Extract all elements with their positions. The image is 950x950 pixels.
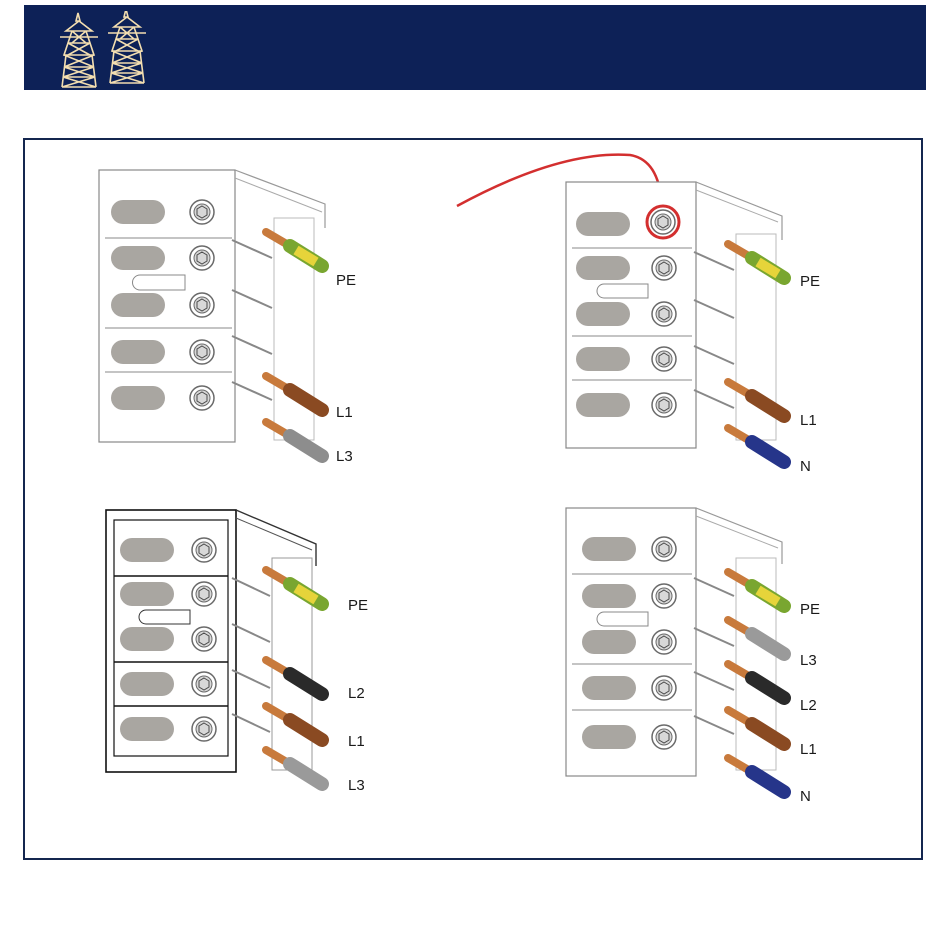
- label-n: N: [800, 788, 811, 805]
- label-pe: PE: [800, 273, 820, 290]
- label-l2: L2: [800, 697, 817, 714]
- label-pe: PE: [336, 272, 356, 289]
- wire-pe: [266, 570, 322, 604]
- label-pe: PE: [800, 601, 820, 618]
- label-pe: PE: [348, 597, 368, 614]
- label-l1: L1: [800, 741, 817, 758]
- label-l3: L3: [800, 652, 817, 669]
- label-l1: L1: [348, 733, 365, 750]
- terminal-panel-bottom-left: PE L2 L1 L3: [106, 510, 368, 794]
- label-n: N: [800, 458, 811, 475]
- wire-l3: [266, 750, 322, 784]
- wire-l1: [266, 706, 322, 740]
- label-l3: L3: [336, 448, 353, 465]
- terminal-panel-top-right: PE L1 N: [566, 182, 820, 475]
- terminal-panel-bottom-right: PE L3 L2 L1 N: [566, 508, 820, 805]
- label-l1: L1: [336, 404, 353, 421]
- label-l2: L2: [348, 685, 365, 702]
- label-l1: L1: [800, 412, 817, 429]
- wire-l2: [266, 660, 322, 694]
- label-l3: L3: [348, 777, 365, 794]
- terminal-panel-top-left: PE L1 L3: [99, 170, 356, 465]
